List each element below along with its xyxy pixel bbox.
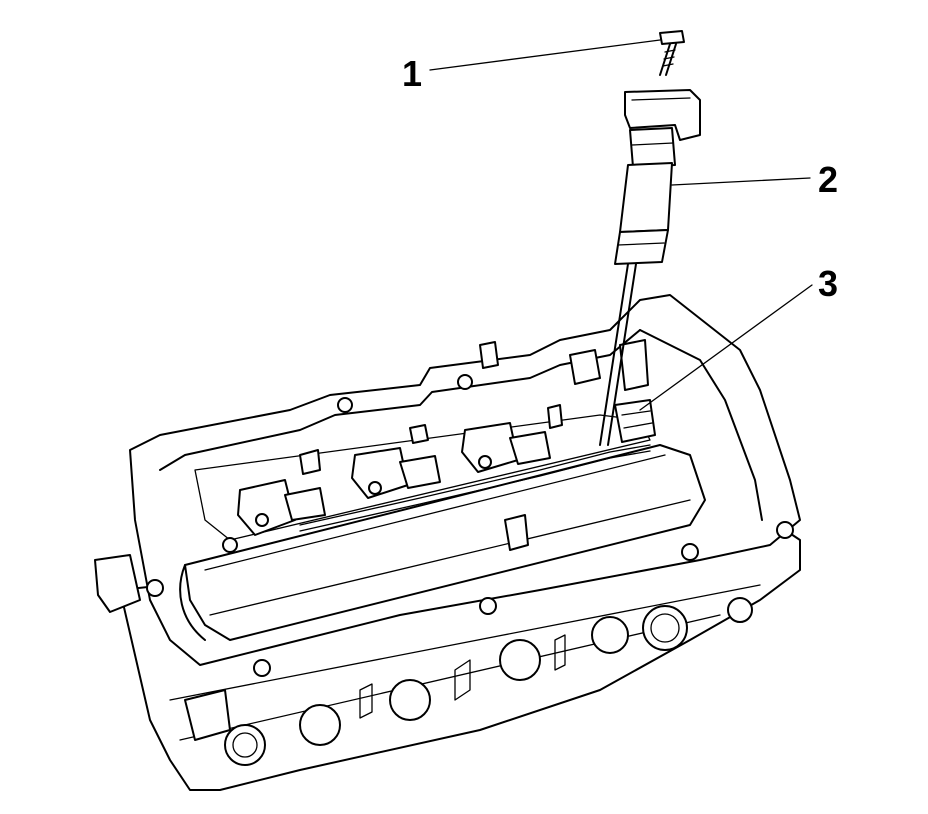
- bolt: [659, 30, 685, 76]
- leader-line-3: [639, 284, 813, 411]
- leader-line-1: [429, 39, 661, 71]
- callout-1: 1: [402, 53, 422, 94]
- wiring-harness: [299, 444, 651, 526]
- coil-electrical-connector: [614, 399, 656, 443]
- installed-coil-3: [461, 422, 551, 473]
- installed-coil-1: [237, 479, 326, 536]
- leader-line-2: [671, 177, 811, 186]
- installed-coil-2: [351, 447, 441, 499]
- callout-2: 2: [818, 159, 838, 200]
- callout-3: 3: [818, 263, 838, 304]
- ignition-coil: [599, 89, 701, 446]
